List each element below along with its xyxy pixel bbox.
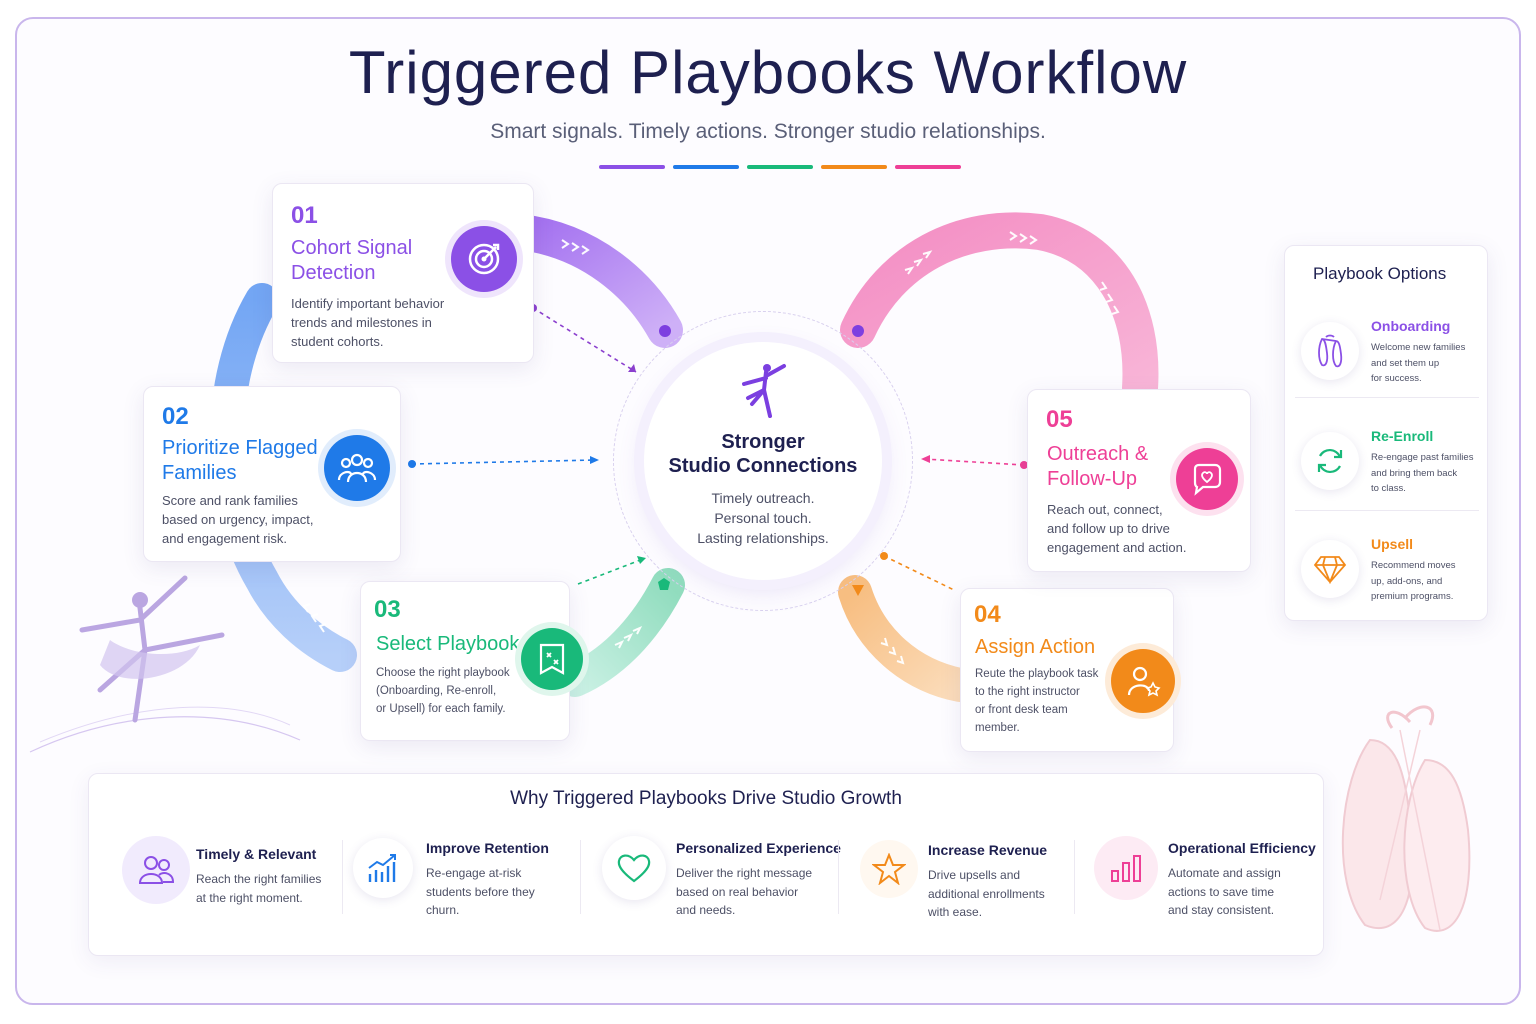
option-name: Re-Enroll — [1371, 428, 1434, 444]
dancer-icon — [742, 364, 786, 418]
step-number: 03 — [374, 596, 401, 623]
step-title: Outreach &Follow-Up — [1047, 443, 1149, 490]
divider — [342, 840, 343, 914]
center-hub — [644, 342, 882, 580]
step-number: 02 — [162, 403, 189, 430]
title-divider — [599, 165, 961, 169]
benefit-name: Timely & Relevant — [196, 846, 317, 862]
benefit-name: Operational Efficiency — [1168, 840, 1316, 856]
benefit-name: Personalized Experience — [676, 840, 841, 856]
dancer-decoration-icon — [29, 575, 301, 753]
benefits-panel: Why Triggered Playbooks Drive Studio Gro… — [88, 773, 1324, 956]
step-card-assign-action[interactable]: 04 Assign Action Reute the playbook task… — [960, 588, 1175, 752]
step-description: Reach out, connect,and follow up to driv… — [1047, 502, 1187, 555]
playbook-options-title: Playbook Options — [1313, 264, 1447, 283]
family-icon — [324, 435, 390, 501]
divider — [1295, 510, 1479, 511]
users-icon — [122, 836, 190, 904]
playbook-icon — [521, 628, 583, 690]
step-number: 05 — [1046, 406, 1073, 433]
chat-heart-icon — [1176, 448, 1238, 510]
refresh-icon — [1301, 432, 1359, 490]
divider — [580, 840, 581, 914]
bar-chart-icon — [1094, 836, 1158, 900]
option-name: Upsell — [1371, 536, 1414, 552]
benefit-name: Improve Retention — [426, 840, 549, 856]
playbook-options-panel: Playbook Options Onboarding Welcome new … — [1284, 245, 1488, 621]
step-title: Select Playbook — [376, 633, 520, 655]
center-title: Stronger Studio Connections — [668, 431, 858, 477]
growth-chart-icon — [353, 838, 413, 898]
divider — [838, 840, 839, 914]
step-card-outreach-follow-up[interactable]: 05 Outreach &Follow-Up Reach out, connec… — [1027, 389, 1251, 572]
benefit-name: Increase Revenue — [928, 842, 1048, 858]
step-card-select-playbook[interactable]: 03 Select Playbook Choose the right play… — [360, 581, 583, 741]
benefit-operational-efficiency: Operational Efficiency Automate and assi… — [1094, 834, 1334, 944]
step-description: Choose the right playbook(Onboarding, Re… — [376, 667, 510, 715]
benefits-title: Why Triggered Playbooks Drive Studio Gro… — [510, 788, 902, 809]
step-number: 04 — [974, 601, 1001, 628]
star-icon — [860, 840, 918, 898]
benefit-timely-relevant: Timely & Relevant Reach the right famili… — [122, 834, 362, 944]
center-description: Timely outreach. Personal touch. Lasting… — [697, 490, 829, 546]
heart-icon — [602, 836, 666, 900]
step-title: Assign Action — [975, 636, 1096, 658]
target-icon — [451, 226, 517, 292]
diamond-icon — [1301, 540, 1359, 598]
pointe-shoes-decoration-icon — [1341, 705, 1471, 932]
page-subtitle: Smart signals. Timely actions. Stronger … — [490, 120, 1046, 143]
step-number: 01 — [291, 202, 318, 229]
page-title: Triggered Playbooks Workflow — [348, 39, 1188, 106]
divider — [1074, 840, 1075, 914]
center-ring — [613, 311, 913, 611]
ballet-shoes-icon — [1301, 322, 1359, 380]
divider — [1295, 397, 1479, 398]
assign-user-icon — [1111, 649, 1175, 713]
benefit-personalized-experience: Personalized Experience Deliver the righ… — [602, 834, 842, 944]
option-name: Onboarding — [1371, 318, 1451, 334]
